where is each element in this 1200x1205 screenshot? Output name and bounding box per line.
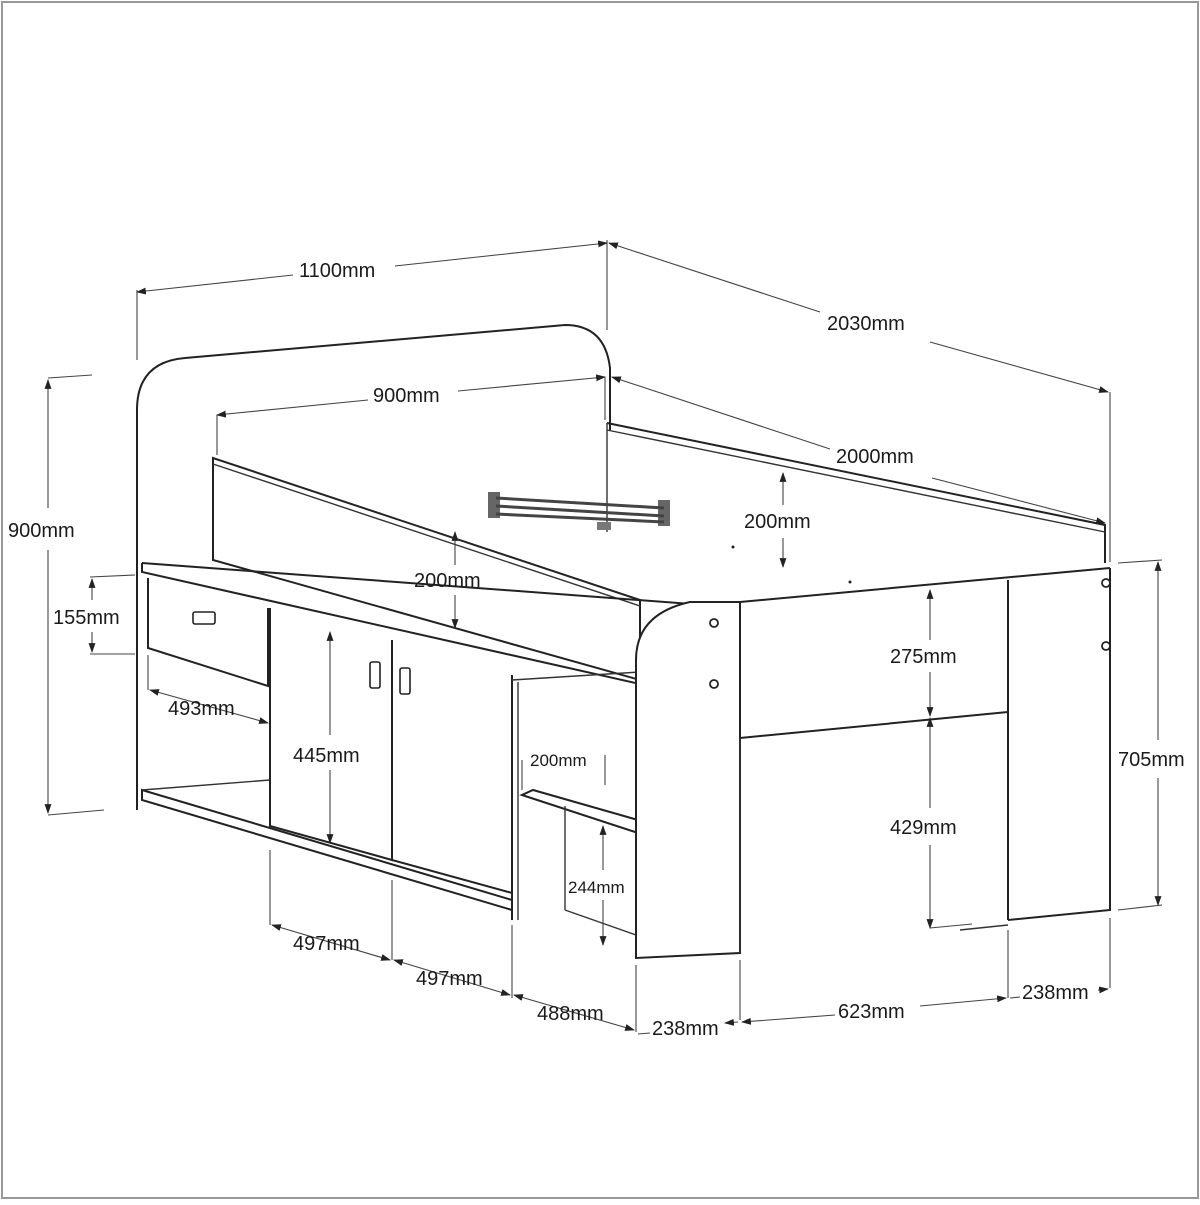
label-bed-height: 705mm [1118,749,1185,771]
headboard-outline [136,323,611,810]
small-shelf [519,788,639,835]
side-frame-bottom [739,711,1009,739]
far-side-rail [606,422,1106,563]
label-mattress-width: 900mm [373,385,440,407]
bed-drawing [136,323,1111,960]
label-shelf-depth: 200mm [530,751,587,770]
label-door-width-right: 497mm [416,968,483,990]
left-door-handle [369,661,381,689]
desk-top-back [141,562,706,606]
label-drawer-height: 155mm [53,607,120,629]
desk-top-front [141,563,641,685]
drawer-handle [192,611,216,625]
foot-end-panel [635,601,741,960]
label-cupboard-height: 445mm [293,745,360,767]
label-shelf-height: 244mm [568,878,625,897]
label-end-top-rail: 275mm [890,646,957,668]
dimension-lines [44,240,1163,1035]
label-end-opening-width: 623mm [838,1001,905,1023]
label-overall-height: 900mm [8,520,75,542]
head-leg [1007,568,1111,921]
back-guard-rail [212,456,641,682]
label-end-leg-right: 238mm [1022,982,1089,1004]
label-guard-rail-front: 200mm [414,570,481,592]
label-overall-width: 1100mm [299,260,375,282]
label-overall-length: 2030mm [827,313,905,335]
label-drawer-width: 493mm [168,698,235,720]
label-end-opening-height: 429mm [890,817,957,839]
slat-bracket [488,492,670,530]
bottom-shelf [141,788,513,912]
label-desk-width: 488mm [537,1003,604,1025]
drawer-front [147,578,269,688]
label-door-width-left: 497mm [293,933,360,955]
left-cupboard-door [269,608,393,862]
dimension-labels: 1100mm 2030mm 900mm 2000mm 900mm 200mm 2… [8,260,1185,1040]
side-frame-top [739,567,1111,603]
label-end-leg-left: 238mm [652,1018,719,1040]
label-mattress-length: 2000mm [836,446,914,468]
label-guard-rail-back: 200mm [744,511,811,533]
right-door-handle [399,667,411,695]
